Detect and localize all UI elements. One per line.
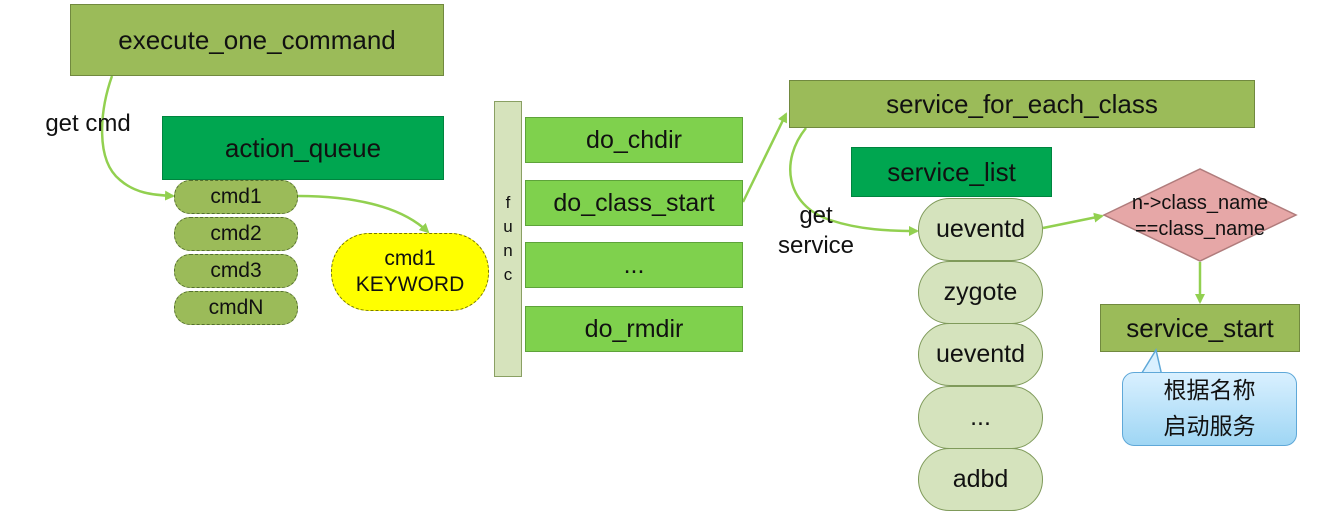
condition-line-1: n->class_name xyxy=(1131,192,1269,214)
execute-one-command-box: execute_one_command xyxy=(70,4,444,76)
func-table-bar: f u n c xyxy=(494,101,522,377)
callout-bubble: 根据名称 启动服务 xyxy=(1122,372,1297,446)
do-chdir-box: do_chdir xyxy=(525,117,743,163)
service-item-ueventd-2: ueventd xyxy=(918,323,1043,386)
func-ellipsis-box: ... xyxy=(525,242,743,288)
service-item-adbd: adbd xyxy=(918,448,1043,511)
arrow-ueventd-to-condition xyxy=(1042,212,1104,230)
callout-line-1: 根据名称 xyxy=(1163,378,1256,404)
cmd1-item: cmd1 xyxy=(174,180,298,214)
action-queue-label: action_queue xyxy=(224,132,382,163)
do-rmdir-box: do_rmdir xyxy=(525,306,743,352)
arrow-cmd1-to-keyword xyxy=(297,194,430,234)
execute-one-command-label: execute_one_command xyxy=(118,24,396,55)
service-item-ellipsis: ... xyxy=(918,386,1043,449)
cmdn-item: cmdN xyxy=(174,291,298,325)
get-service-line-2: service xyxy=(777,232,855,259)
func-table-label: f u n c xyxy=(503,193,513,284)
service-item-ueventd: ueventd xyxy=(918,198,1043,261)
keyword-line-1: cmd1 xyxy=(384,247,436,270)
cmd1-keyword-box: cmd1 KEYWORD xyxy=(331,233,489,311)
get-service-line-1: get xyxy=(799,202,833,229)
keyword-line-2: KEYWORD xyxy=(355,273,465,296)
cmd3-item: cmd3 xyxy=(174,254,298,288)
service-item-zygote: zygote xyxy=(918,261,1043,324)
callout-line-2: 启动服务 xyxy=(1163,414,1256,440)
cmd2-item: cmd2 xyxy=(174,217,298,251)
action-queue-box: action_queue xyxy=(162,116,444,180)
condition-line-2: ==class_name xyxy=(1134,218,1266,240)
get-cmd-label: get cmd xyxy=(45,110,131,137)
arrow-class-start-to-foreach xyxy=(741,112,788,203)
do-class-start-box: do_class_start xyxy=(525,180,743,226)
condition-text: n->class_name ==class_name xyxy=(1104,190,1296,242)
service-start-box: service_start xyxy=(1100,304,1300,352)
get-service-label: get service xyxy=(762,201,870,261)
service-list-box: service_list xyxy=(851,147,1052,197)
service-for-each-class-box: service_for_each_class xyxy=(789,80,1255,128)
